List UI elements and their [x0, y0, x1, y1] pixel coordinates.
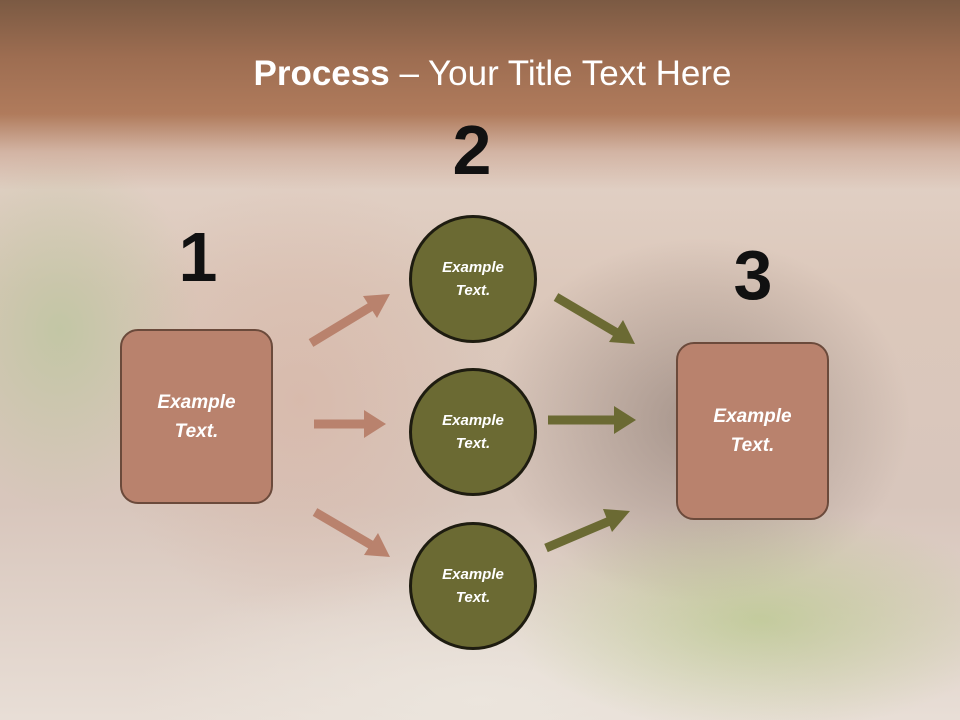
step-number-2: 2	[452, 111, 492, 189]
title-rest: – Your Title Text Here	[389, 54, 732, 93]
right-arrow-middle	[548, 406, 636, 434]
step-3-text: Example Text.	[713, 406, 792, 456]
slide-title: Process – Your Title Text Here	[0, 52, 960, 96]
title-bold: Process	[253, 54, 390, 93]
header-band	[0, 0, 960, 190]
circle-bottom-text: Example Text.	[442, 566, 504, 606]
circle-middle-text: Example Text.	[442, 412, 504, 452]
left-arrow-down	[312, 508, 390, 557]
right-arrow-down	[553, 293, 635, 344]
step-1-box: Example Text.	[120, 329, 273, 504]
left-arrow-up	[308, 294, 390, 347]
step-1-text: Example Text.	[157, 391, 236, 442]
right-arrow-up	[544, 509, 630, 553]
step-2-circle-middle: Example Text.	[409, 368, 537, 496]
step-number-1: 1	[178, 218, 218, 296]
step-2-circle-bottom: Example Text.	[409, 522, 537, 650]
step-number-3: 3	[733, 236, 773, 314]
step-3-box: Example Text.	[676, 342, 829, 520]
left-arrow-middle	[314, 410, 386, 438]
circle-top-text: Example Text.	[442, 259, 504, 299]
step-2-circle-top: Example Text.	[409, 215, 537, 343]
